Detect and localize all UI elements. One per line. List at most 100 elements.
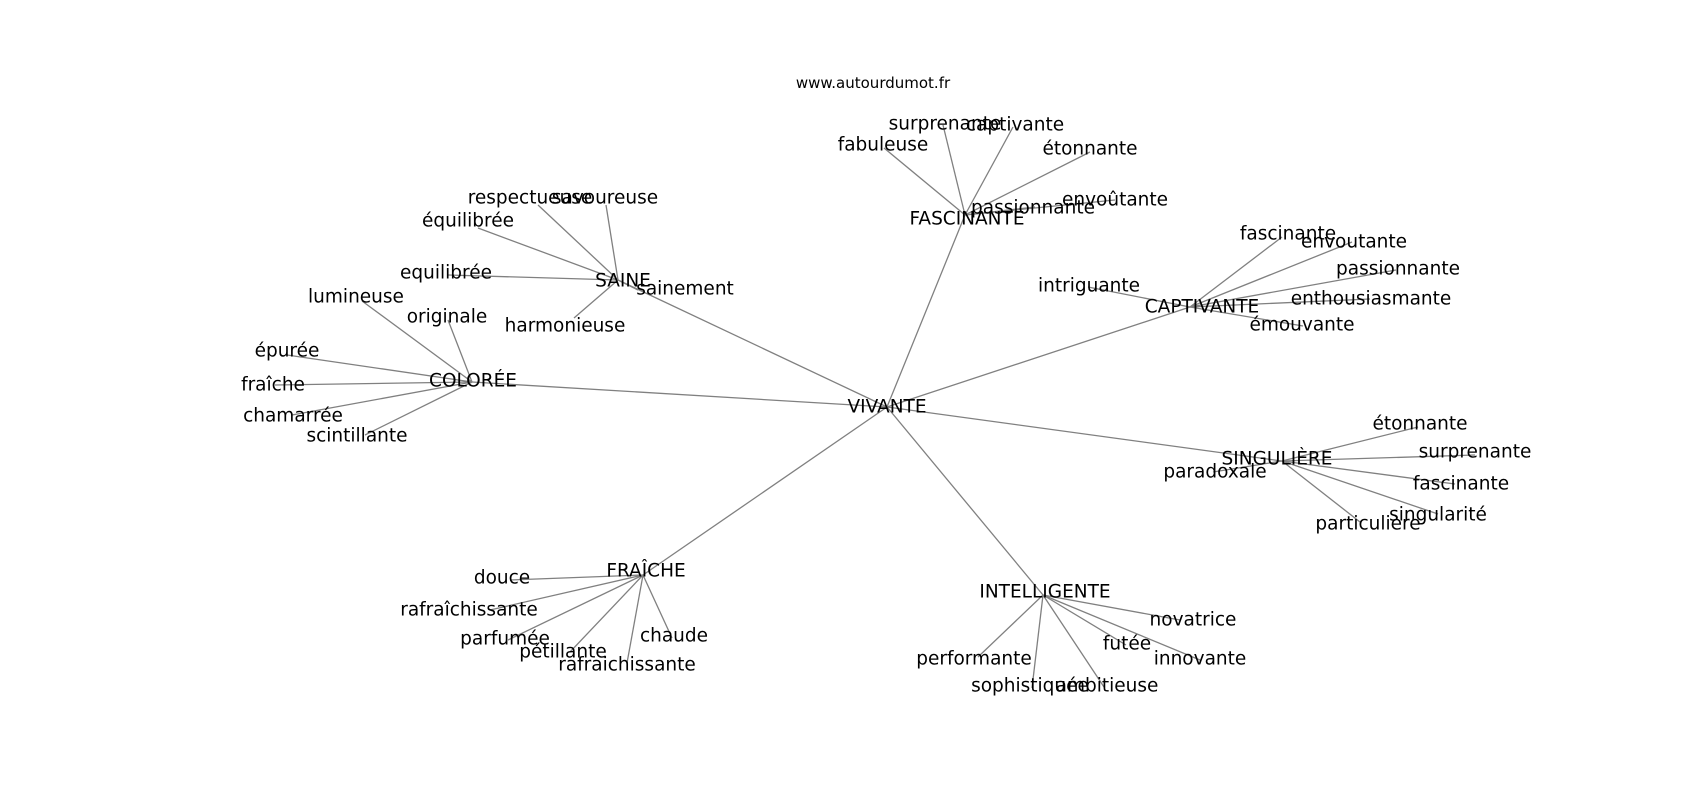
edge-intelligente-5	[1042, 594, 1105, 688]
leaf-word-intelligente-5[interactable]: ambitieuse	[1056, 676, 1159, 697]
edge-root-singuliere	[886, 406, 1283, 462]
leaf-word-intelligente-1[interactable]: futée	[1103, 634, 1151, 655]
edge-saine-5	[573, 279, 619, 319]
leaf-word-intelligente-3[interactable]: innovante	[1154, 649, 1247, 670]
hub-word-coloree[interactable]: COLORÉE	[429, 370, 517, 392]
leaf-word-fascinante-5[interactable]: envoûtante	[1062, 190, 1168, 211]
leaf-word-saine-2[interactable]: équilibrée	[422, 211, 514, 232]
edge-fraiche-3	[642, 574, 673, 639]
edge-singuliere-2	[1212, 460, 1283, 473]
edge-intelligente-1	[1042, 594, 1127, 646]
hub-word-captivante[interactable]: CAPTIVANTE	[1145, 297, 1259, 318]
leaf-word-singuliere-0[interactable]: étonnante	[1372, 414, 1467, 435]
edge-fraiche-1	[489, 574, 644, 611]
leaf-word-saine-4[interactable]: sainement	[636, 279, 734, 300]
leaf-word-coloree-3[interactable]: fraîche	[241, 375, 305, 396]
leaf-word-saine-5[interactable]: harmonieuse	[505, 316, 626, 337]
leaf-word-fascinante-4[interactable]: passionnante	[971, 198, 1095, 219]
edge-saine-1	[605, 204, 619, 281]
hub-word-fraiche[interactable]: FRAÎCHE	[606, 560, 685, 582]
leaf-word-captivante-2[interactable]: passionnante	[1336, 259, 1460, 280]
leaf-word-captivante-5[interactable]: émouvante	[1249, 315, 1354, 336]
leaf-word-fascinante-0[interactable]: surprenante	[889, 114, 1002, 135]
edge-captivante-4	[1189, 298, 1371, 308]
leaf-word-singuliere-3[interactable]: fascinante	[1413, 474, 1509, 495]
edge-singuliere-5	[1281, 460, 1361, 523]
leaf-word-intelligente-2[interactable]: performante	[916, 649, 1032, 670]
edge-saine-3	[447, 274, 619, 281]
root-word[interactable]: VIVANTE	[847, 397, 926, 418]
edge-singuliere-4	[1281, 460, 1439, 515]
edge-captivante-2	[1189, 269, 1397, 308]
leaf-word-singuliere-5[interactable]: particulière	[1315, 514, 1420, 535]
edge-saine-2	[477, 227, 619, 281]
leaf-word-fraiche-5[interactable]: rafraichissante	[558, 655, 696, 676]
leaf-word-fascinante-2[interactable]: fabuleuse	[838, 135, 929, 156]
edge-coloree-0	[361, 300, 473, 383]
leaf-word-fraiche-1[interactable]: rafraîchissante	[400, 600, 538, 621]
hub-word-singuliere[interactable]: SINGULIÈRE	[1222, 448, 1333, 470]
leaf-word-coloree-0[interactable]: lumineuse	[308, 287, 404, 308]
leaf-word-fraiche-0[interactable]: douce	[474, 568, 530, 589]
edge-fraiche-5	[626, 574, 644, 664]
edge-fraiche-2	[507, 574, 644, 641]
edge-fraiche-0	[509, 574, 644, 581]
leaf-word-saine-3[interactable]: equilibrée	[400, 263, 492, 284]
hub-word-fascinante[interactable]: FASCINANTE	[909, 209, 1024, 230]
hub-word-saine[interactable]: SAINE	[595, 271, 651, 292]
leaf-word-fraiche-3[interactable]: chaude	[640, 626, 708, 647]
source-url[interactable]: www.autourdumot.fr	[796, 74, 951, 92]
leaf-word-captivante-0[interactable]: fascinante	[1240, 224, 1336, 245]
edge-fascinante-2	[883, 147, 966, 216]
edge-root-intelligente	[886, 406, 1044, 596]
edge-captivante-3	[1087, 286, 1191, 308]
leaf-word-coloree-1[interactable]: originale	[407, 307, 488, 328]
edge-saine-4	[617, 279, 639, 291]
edge-root-fascinante	[886, 214, 966, 408]
leaf-word-singuliere-2[interactable]: paradoxale	[1163, 462, 1266, 483]
edge-coloree-5	[364, 381, 473, 436]
graph-edges	[274, 124, 1476, 689]
edge-singuliere-0	[1281, 426, 1419, 462]
edge-coloree-1	[447, 319, 473, 383]
edge-intelligente-2	[977, 594, 1044, 658]
leaf-word-fraiche-2[interactable]: parfumée	[460, 629, 550, 650]
edge-intelligente-0	[1042, 594, 1181, 621]
leaf-word-fascinante-3[interactable]: étonnante	[1042, 139, 1137, 160]
leaf-word-fascinante-1[interactable]: captivante	[966, 115, 1064, 136]
edge-fascinante-1	[964, 126, 1014, 216]
leaf-word-saine-1[interactable]: savoureuse	[552, 188, 658, 209]
edge-intelligente-4	[1031, 594, 1044, 689]
leaf-word-intelligente-4[interactable]: sophistiquée	[971, 676, 1089, 697]
leaf-word-fraiche-4[interactable]: pétillante	[519, 642, 607, 663]
edge-saine-0	[537, 204, 619, 281]
leaf-word-coloree-2[interactable]: épurée	[255, 341, 320, 362]
edge-fascinante-3	[964, 151, 1091, 216]
edge-root-captivante	[886, 306, 1191, 408]
edge-fascinante-5	[964, 199, 1116, 216]
edge-root-saine	[617, 279, 888, 408]
leaf-word-coloree-4[interactable]: chamarrée	[243, 406, 343, 427]
edge-fraiche-4	[569, 574, 644, 653]
edge-coloree-3	[274, 381, 473, 386]
edge-singuliere-3	[1281, 460, 1456, 485]
edge-coloree-2	[286, 354, 473, 383]
leaf-word-captivante-3[interactable]: intriguante	[1038, 276, 1140, 297]
leaf-word-captivante-1[interactable]: envoutante	[1301, 232, 1407, 253]
leaf-word-singuliere-4[interactable]: singularité	[1389, 505, 1487, 526]
leaf-word-captivante-4[interactable]: enthousiasmante	[1291, 289, 1452, 310]
leaf-word-singuliere-1[interactable]: surprenante	[1419, 442, 1532, 463]
edge-captivante-5	[1189, 306, 1304, 327]
edge-coloree-4	[291, 381, 473, 416]
edge-captivante-0	[1189, 236, 1283, 308]
edge-fascinante-0	[942, 124, 966, 216]
edge-singuliere-1	[1281, 454, 1476, 462]
hub-word-intelligente[interactable]: INTELLIGENTE	[979, 582, 1110, 603]
leaf-word-coloree-5[interactable]: scintillante	[306, 426, 407, 447]
leaf-word-saine-0[interactable]: respectueuse	[468, 188, 593, 209]
edge-captivante-1	[1189, 241, 1353, 308]
leaf-word-intelligente-0[interactable]: novatrice	[1150, 610, 1237, 631]
edge-intelligente-3	[1042, 594, 1201, 661]
